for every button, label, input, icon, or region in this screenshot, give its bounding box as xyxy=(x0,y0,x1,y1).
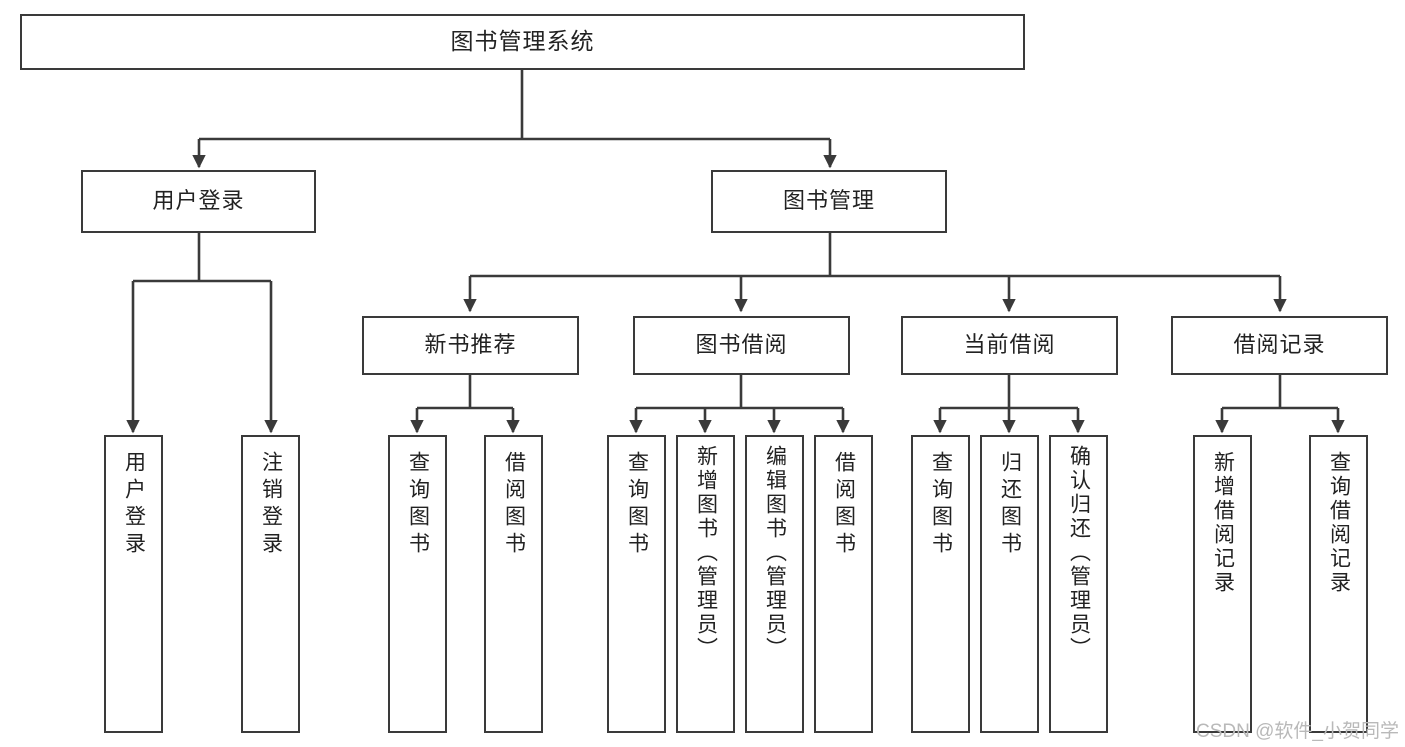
leaf-query-book-1-label: 查询图书 xyxy=(406,451,430,559)
leaf-add-borrow-record-label: 新增借阅记录 xyxy=(1211,451,1235,595)
node-borrow-record-label: 借阅记录 xyxy=(1233,332,1326,358)
leaf-add-borrow-record[interactable]: 新增借阅记录 xyxy=(1193,435,1252,733)
leaf-edit-book-label: 编辑图书（管理员） xyxy=(763,445,787,661)
leaf-add-book[interactable]: 新增图书（管理员） xyxy=(676,435,735,733)
node-root-book-management-system[interactable]: 图书管理系统 xyxy=(20,14,1025,70)
leaf-query-book-2[interactable]: 查询图书 xyxy=(607,435,666,733)
node-user-login[interactable]: 用户登录 xyxy=(81,170,316,233)
node-current-borrow-label: 当前借阅 xyxy=(963,332,1056,358)
leaf-logout-login-label: 注销登录 xyxy=(259,451,283,559)
node-book-management[interactable]: 图书管理 xyxy=(711,170,947,233)
leaf-return-book[interactable]: 归还图书 xyxy=(980,435,1039,733)
node-new-book-recommend-label: 新书推荐 xyxy=(424,332,517,358)
leaf-user-login-label: 用户登录 xyxy=(122,451,146,559)
leaf-edit-book[interactable]: 编辑图书（管理员） xyxy=(745,435,804,733)
node-book-borrow-label: 图书借阅 xyxy=(695,332,788,358)
leaf-confirm-return[interactable]: 确认归还（管理员） xyxy=(1049,435,1108,733)
node-root-label: 图书管理系统 xyxy=(450,28,595,55)
leaf-add-book-label: 新增图书（管理员） xyxy=(694,445,718,661)
csdn-watermark: CSDN @软件_小贺同学 xyxy=(1196,721,1399,742)
node-current-borrow[interactable]: 当前借阅 xyxy=(901,316,1118,375)
node-book-management-label: 图书管理 xyxy=(782,188,875,214)
leaf-return-book-label: 归还图书 xyxy=(998,451,1022,559)
leaf-borrow-book-1-label: 借阅图书 xyxy=(502,451,526,559)
leaf-borrow-book-2[interactable]: 借阅图书 xyxy=(814,435,873,733)
leaf-logout-login[interactable]: 注销登录 xyxy=(241,435,300,733)
node-user-login-label: 用户登录 xyxy=(152,188,245,214)
leaf-query-book-2-label: 查询图书 xyxy=(625,451,649,559)
leaf-query-book-1[interactable]: 查询图书 xyxy=(388,435,447,733)
leaf-borrow-book-1[interactable]: 借阅图书 xyxy=(484,435,543,733)
leaf-query-borrow-record-label: 查询借阅记录 xyxy=(1327,451,1351,595)
leaf-user-login[interactable]: 用户登录 xyxy=(104,435,163,733)
leaf-query-borrow-record[interactable]: 查询借阅记录 xyxy=(1309,435,1368,733)
leaf-borrow-book-2-label: 借阅图书 xyxy=(832,451,856,559)
node-book-borrow[interactable]: 图书借阅 xyxy=(633,316,850,375)
leaf-query-book-3-label: 查询图书 xyxy=(929,451,953,559)
leaf-query-book-3[interactable]: 查询图书 xyxy=(911,435,970,733)
node-new-book-recommend[interactable]: 新书推荐 xyxy=(362,316,579,375)
node-borrow-record[interactable]: 借阅记录 xyxy=(1171,316,1388,375)
leaf-confirm-return-label: 确认归还（管理员） xyxy=(1067,445,1091,661)
